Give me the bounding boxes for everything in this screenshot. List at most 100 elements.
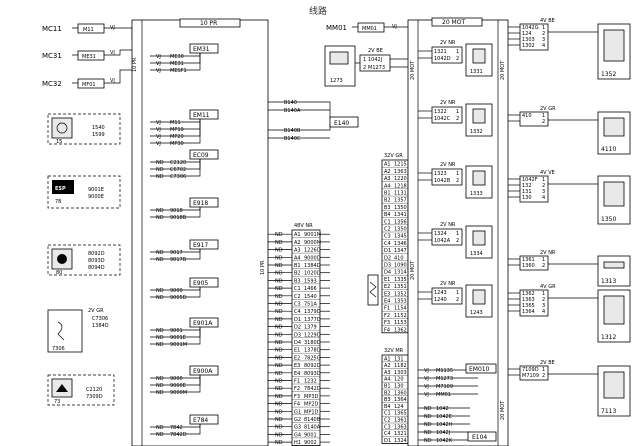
splice-label: EM010 (469, 366, 490, 373)
wire-prefix: ND (275, 309, 283, 315)
connector-label: MC31 (42, 52, 62, 60)
splice-box (189, 414, 219, 425)
wire-code: 1243 (434, 290, 447, 296)
wire-code: 1360 (522, 263, 535, 269)
pin-id: A3 (294, 248, 301, 254)
mm01-connector: MM01 MM01 VJ (326, 22, 408, 33)
connector-type: 2V GR (540, 106, 556, 112)
wire-code: MP10 (170, 127, 184, 133)
wire-code: 9001M (170, 342, 187, 348)
pin-id: B2 (384, 198, 391, 204)
device-frame (597, 255, 631, 287)
device-name: ESP (55, 186, 66, 192)
wire-code: 1042F (522, 177, 538, 183)
wire-code: 1302 (522, 43, 535, 49)
wire-code: 1357 (394, 198, 407, 204)
pin-id: D3 (384, 263, 391, 269)
pin-number: 1 (542, 113, 545, 119)
pin-id: D4 (384, 270, 391, 276)
connector-block (381, 354, 409, 444)
wire-code: 1350 (394, 227, 407, 233)
pin-id: C1 (384, 219, 391, 225)
wire-code: 1232 (304, 379, 317, 385)
connector-pin: M11 (83, 27, 94, 33)
wire-code: 1363 (522, 297, 535, 303)
splice-label: E900A (193, 368, 213, 375)
wire-prefix: ND (275, 240, 283, 246)
wire-code: 9002 (304, 440, 317, 446)
bus-side-label: 10 PR (260, 260, 266, 275)
pin-number: 3 (542, 189, 545, 195)
connector-pin: ME31 (82, 54, 96, 60)
wire-code: C6702 (170, 167, 186, 173)
pin-id: E2 (384, 284, 390, 290)
wire-code: 7109D (522, 367, 539, 373)
wire-code: 1020D (304, 271, 321, 277)
wire-code: 1593 (304, 278, 317, 284)
connector-pin: MM01 (362, 26, 377, 32)
device-icon-box (51, 117, 73, 139)
injector-icon (472, 48, 486, 64)
wire-prefix: ND (275, 440, 283, 446)
wire-prefix: VJ (156, 141, 161, 147)
wire-code: 1240 (434, 297, 447, 303)
pin-id: E3 (384, 291, 390, 297)
connector-type: 4V BE (540, 18, 555, 24)
device-icon (603, 261, 625, 269)
wire-prefix: ND (275, 302, 283, 308)
wire-code: 9017 (170, 250, 183, 256)
wire-prefix: ND (424, 438, 432, 444)
pin-id: B1 (384, 191, 391, 197)
wire-code: 1365 (522, 303, 535, 309)
wire-code: 1347 (394, 248, 407, 254)
connector-type: 2V NR (440, 162, 456, 168)
injector-icon (472, 289, 486, 305)
device-name: 1350 (601, 216, 616, 223)
wire-prefix: ND (156, 208, 164, 214)
device-pin: 1384D (92, 323, 109, 329)
pin-number: 4 (542, 43, 545, 49)
splice-box (189, 197, 219, 208)
wire-code: 8140A (304, 425, 321, 431)
wire-code: 1042J (436, 430, 450, 436)
pin-id: A4 (294, 255, 301, 261)
connector-type: 2V NR (540, 250, 556, 256)
device-pin: 8092D (88, 251, 105, 257)
pin-id: F4 (384, 327, 390, 333)
wire-prefix: ND (275, 286, 283, 292)
device-name: 1352 (601, 71, 616, 78)
splice-box (189, 317, 219, 328)
pin-id: C1 (384, 411, 391, 417)
pin-id: G4 (294, 432, 301, 438)
device-pin: 8094D (88, 265, 105, 271)
pin-number: 2 (542, 183, 545, 189)
wire-code: 7842D (304, 386, 321, 392)
wire-code: MP3D (304, 394, 319, 400)
wire-prefix: ND (156, 328, 164, 334)
wire-code: B140C (284, 136, 301, 142)
wire-code: 1346 (394, 241, 407, 247)
pin-number: 1 (456, 109, 459, 115)
esp-icon (52, 180, 74, 194)
wire-code: 1377D (304, 317, 321, 323)
wire-code: M1135 (436, 368, 453, 374)
wire-code: 1362 (522, 291, 535, 297)
wire-code: 9018B (170, 215, 187, 221)
pin-number: 2 (542, 31, 545, 37)
pin-number: 1 (456, 290, 459, 296)
connector-type: 2V NR (440, 222, 456, 228)
wire-prefix: ND (275, 355, 283, 361)
pin-id: F3 (294, 394, 300, 400)
device-name: 1313 (601, 278, 616, 285)
connector-type: 32V GR (384, 153, 403, 159)
pin-number: 4 (542, 195, 545, 201)
wire-prefix: ND (275, 402, 283, 408)
wire-code: 1131 (394, 191, 407, 197)
pin-id: F3 (384, 320, 390, 326)
wire-code: 1314 (394, 270, 407, 276)
pin-number: 2 (456, 116, 459, 122)
bus-header (179, 18, 241, 28)
pin-id: G2 (294, 417, 301, 423)
splice-label: EM11 (193, 112, 210, 119)
wire-code: 8092D (304, 363, 321, 369)
